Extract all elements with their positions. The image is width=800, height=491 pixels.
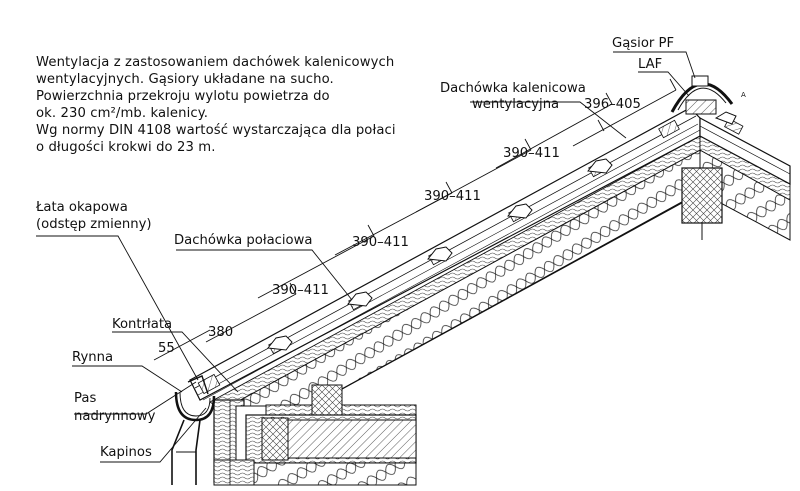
label-dim-1: 390–411 xyxy=(503,146,560,161)
label-dim-380: 380 xyxy=(208,325,233,340)
label-kapinos: Kapinos xyxy=(100,445,152,460)
description-line: wentylacyjnych. Gąsiory układane na such… xyxy=(36,72,334,87)
label-kalenicowa-1: Dachówka kalenicowa xyxy=(440,80,586,96)
label-small-a: A xyxy=(741,91,746,99)
label-gasior: Gąsior PF xyxy=(612,36,674,51)
label-lata-2: (odstęp zmienny) xyxy=(36,217,152,232)
gutter xyxy=(171,375,216,485)
ridge-cap xyxy=(670,75,734,115)
label-kontrlata: Kontrłata xyxy=(112,317,172,332)
ridge-timber xyxy=(681,167,723,224)
label-dim-2: 390–411 xyxy=(424,189,481,204)
description-line: o długości krokwi do 23 m. xyxy=(36,140,216,155)
description-line: Wentylacja z zastosowaniem dachówek kale… xyxy=(36,55,395,70)
description-line: Powierzchnia przekroju wylotu powietrza … xyxy=(36,89,330,104)
label-dim-top: 396–405 xyxy=(584,97,641,112)
label-dim-3: 390–411 xyxy=(352,235,409,250)
label-kalenicowa-2: wentylacyjna xyxy=(472,97,559,112)
eaves-structure xyxy=(213,384,417,486)
label-dim-55: 55 xyxy=(158,341,175,356)
label-pas-2: nadrynnowy xyxy=(74,409,156,424)
description-note: Wentylacja z zastosowaniem dachówek kale… xyxy=(36,54,416,156)
label-laf: LAF xyxy=(638,57,662,72)
label-dim-4: 390–411 xyxy=(272,283,329,298)
label-pas-1: Pas xyxy=(74,391,96,406)
description-line: ok. 230 cm²/mb. kalenicy. xyxy=(36,106,209,121)
counter-batten-layer xyxy=(209,135,701,411)
label-lata-1: Łata okapowa xyxy=(35,200,128,215)
label-polaciowa: Dachówka połaciowa xyxy=(174,232,313,248)
leader-lines xyxy=(36,51,696,463)
roof-slope-left xyxy=(189,107,701,413)
label-rynna: Rynna xyxy=(72,350,113,365)
description-line: Wg normy DIN 4108 wartość wystarczająca … xyxy=(36,123,396,138)
